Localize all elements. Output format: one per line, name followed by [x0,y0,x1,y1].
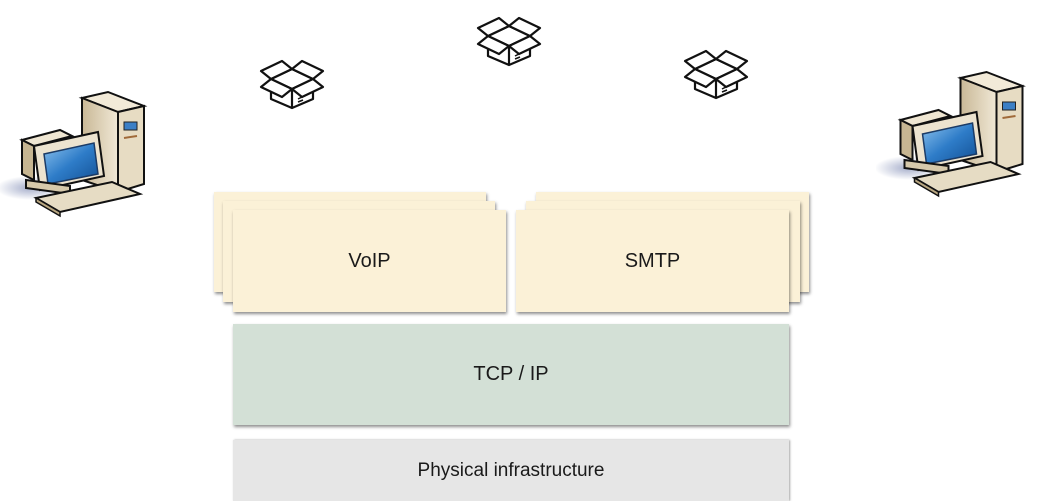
physical-label: Physical infrastructure [417,459,605,481]
voip-layer: VoIP [233,210,506,312]
packet-1 [259,55,325,111]
smtp-layer: SMTP [516,210,789,312]
desktop-computer-icon [876,70,1026,198]
packet-2 [476,12,542,68]
right-computer [876,68,1031,198]
desktop-computer-icon [0,90,148,218]
tcp-ip-label: TCP / IP [473,363,549,385]
packet-3 [683,45,749,101]
tcp-ip-layer: TCP / IP [233,324,789,425]
physical-layer: Physical infrastructure [233,440,789,501]
open-box-icon [683,49,749,100]
voip-label: VoIP [348,249,391,272]
smtp-label: SMTP [624,249,681,272]
open-box-icon [476,16,542,67]
left-computer [0,88,150,218]
open-box-icon [259,59,325,110]
